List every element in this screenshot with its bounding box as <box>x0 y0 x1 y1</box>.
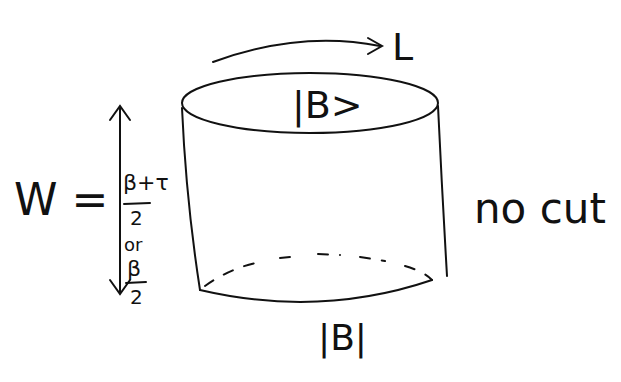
width-label: W = <box>14 178 108 222</box>
right-side <box>438 106 447 276</box>
bottom-back <box>205 254 432 286</box>
note-text: no cut <box>474 188 606 230</box>
fraction-numerator: β <box>127 258 141 280</box>
boundary-state: |B> <box>292 86 363 124</box>
bottom-front <box>200 280 432 302</box>
top-boundary <box>182 73 438 133</box>
or-text: or <box>124 236 142 254</box>
length-label: L <box>392 28 413 66</box>
width-arrowhead-top <box>110 106 130 120</box>
fraction-numerator: β+τ <box>123 172 169 194</box>
fraction-bar <box>126 282 146 283</box>
boundary-state: |B| <box>318 320 367 356</box>
fraction-bar <box>124 203 150 204</box>
left-side <box>182 108 200 290</box>
fraction-denominator: 2 <box>130 208 143 228</box>
width-arrow <box>119 108 121 292</box>
length-arrow <box>213 41 380 62</box>
length-arrowhead <box>368 38 382 54</box>
fraction-denominator: 2 <box>130 287 143 307</box>
